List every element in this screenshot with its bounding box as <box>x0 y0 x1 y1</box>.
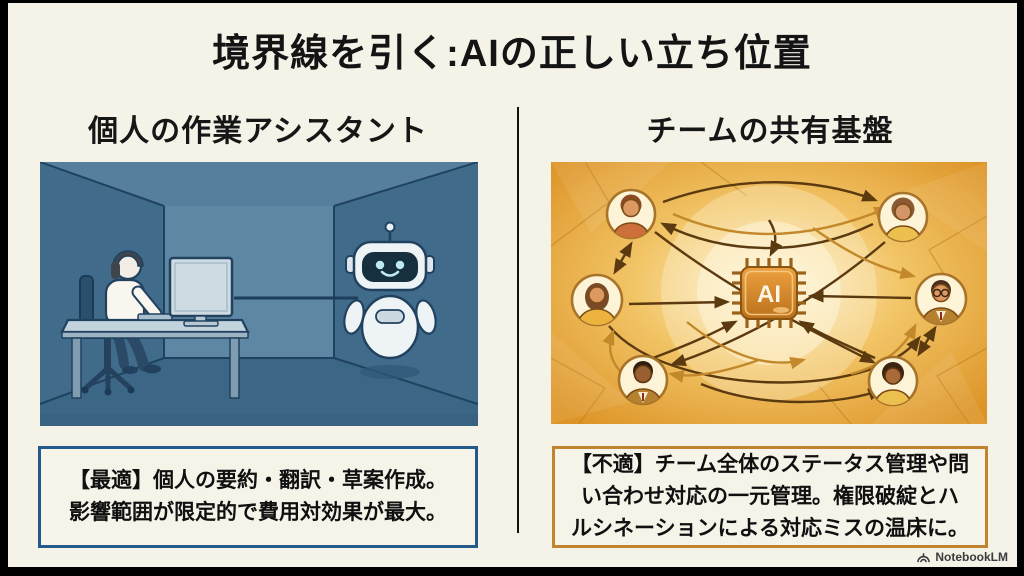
watermark: NotebookLM <box>916 550 1008 564</box>
left-caption-box: 【最適】個人の要約・翻訳・草案作成。 影響範囲が限定的で費用対効果が最大。 <box>38 446 478 548</box>
frame-edge-right <box>1017 0 1024 576</box>
monitor <box>168 256 234 327</box>
right-caption-line-2: い合わせ対応の一元管理。権限破綻とハ <box>581 485 959 508</box>
right-caption-line-1: 【不適】チーム全体のステータス管理や問 <box>570 453 970 476</box>
left-heading: 個人の作業アシスタント <box>88 115 428 148</box>
background-shards <box>551 162 987 424</box>
avatar-man-bottom-left <box>617 354 669 406</box>
frame-edge-bottom <box>0 567 1024 576</box>
avatar-woman-top-right <box>877 191 929 243</box>
keyboard <box>137 313 173 321</box>
notebooklm-logo-icon <box>917 552 931 562</box>
chip-label: AI <box>757 281 781 308</box>
frame-edge-left <box>0 0 8 576</box>
office-room <box>40 162 478 426</box>
right-illustration: AI <box>551 162 987 424</box>
avatar-man-top-left <box>605 188 657 240</box>
avatar-woman-mid-left <box>570 273 624 327</box>
right-caption-line-3: ルシネーションによる対応ミスの温床に。 <box>571 517 969 540</box>
avatar-man-glasses-mid-right <box>914 272 968 326</box>
right-caption-box: 【不適】チーム全体のステータス管理や問 い合わせ対応の一元管理。権限破綻とハ ル… <box>552 446 988 548</box>
watermark-brand-label: NotebookLM <box>935 550 1008 564</box>
ai-chip-icon: AI <box>732 258 806 328</box>
right-heading: チームの共有基盤 <box>646 115 894 148</box>
frame-edge-top <box>0 0 1024 3</box>
avatar-woman-bottom-right <box>867 355 919 407</box>
left-caption-line-1: 【最適】個人の要約・翻訳・草案作成。 <box>69 469 447 492</box>
robot-icon <box>343 221 437 379</box>
column-divider <box>517 107 519 533</box>
slide-title: 境界線を引く:AIの正しい立ち位置 <box>212 33 812 75</box>
left-caption-line-2: 影響範囲が限定的で費用対効果が最大。 <box>69 501 447 524</box>
left-illustration <box>40 162 478 426</box>
